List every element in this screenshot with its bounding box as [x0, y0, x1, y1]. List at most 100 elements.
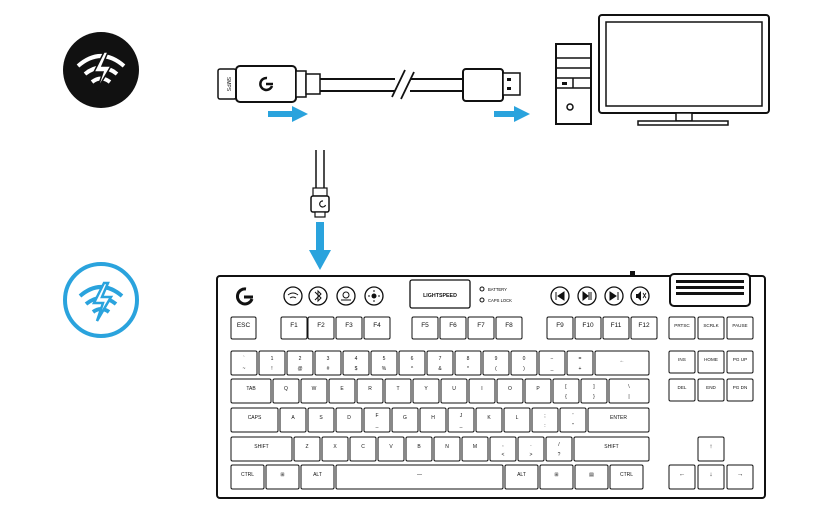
key-label: F2 [317, 322, 325, 329]
key-f7[interactable]: F7 [467, 316, 495, 340]
key-a-row-4[interactable]: F_ [363, 407, 391, 433]
key-arrow-right[interactable]: → [726, 464, 754, 490]
key-f6[interactable]: F6 [439, 316, 467, 340]
key-z-row-9[interactable]: .> [517, 436, 545, 462]
key-number-3[interactable]: 3# [314, 350, 342, 376]
key-number-5[interactable]: 5% [370, 350, 398, 376]
lightspeed-button[interactable] [283, 286, 303, 306]
key-a-row-7[interactable]: J_ [447, 407, 475, 433]
key-z-row-4[interactable]: V [377, 436, 405, 462]
key-f12[interactable]: F12 [630, 316, 658, 340]
key-pg-dn[interactable]: PG DN [726, 378, 754, 402]
key-bottom-5[interactable]: ⊞ [539, 464, 574, 490]
key-a-row-8[interactable]: K [475, 407, 503, 433]
key-a-row-10[interactable]: ;: [531, 407, 559, 433]
key-q-row-3[interactable]: E [328, 378, 356, 404]
key-bottom-2[interactable]: ALT [300, 464, 335, 490]
media-play-button[interactable] [577, 286, 597, 306]
key-q-row-12[interactable]: ]} [580, 378, 608, 404]
volume-roller[interactable] [669, 273, 751, 307]
key-q-row-2[interactable]: W [300, 378, 328, 404]
key-f11[interactable]: F11 [602, 316, 630, 340]
key-q-row-9[interactable]: O [496, 378, 524, 404]
key-q-row-13[interactable]: \| [608, 378, 650, 404]
key-z-row-2[interactable]: X [321, 436, 349, 462]
key-f3[interactable]: F3 [335, 316, 363, 340]
key-q-row-0[interactable]: TAB [230, 378, 272, 404]
key-number-11[interactable]: −_ [538, 350, 566, 376]
key-z-row-6[interactable]: N [433, 436, 461, 462]
key-bottom-3[interactable]: — [335, 464, 504, 490]
key-a-row-3[interactable]: D [335, 407, 363, 433]
key-label: 4 [355, 356, 358, 362]
key-number-2[interactable]: 2@ [286, 350, 314, 376]
key-q-row-4[interactable]: R [356, 378, 384, 404]
key-z-row-5[interactable]: B [405, 436, 433, 462]
key-z-row-1[interactable]: Z [293, 436, 321, 462]
key-z-row-10[interactable]: /? [545, 436, 573, 462]
key-end[interactable]: END [697, 378, 725, 402]
key-a-row-11[interactable]: '" [559, 407, 587, 433]
key-bottom-0[interactable]: CTRL [230, 464, 265, 490]
key-q-row-7[interactable]: U [440, 378, 468, 404]
key-f5[interactable]: F5 [411, 316, 439, 340]
key-number-6[interactable]: 6^ [398, 350, 426, 376]
key-q-row-6[interactable]: Y [412, 378, 440, 404]
key-number-12[interactable]: =+ [566, 350, 594, 376]
key-a-row-12[interactable]: ENTER [587, 407, 650, 433]
media-next-button[interactable] [604, 286, 624, 306]
key-a-row-2[interactable]: S [307, 407, 335, 433]
key-number-13[interactable]: ← [594, 350, 650, 376]
mute-button[interactable] [630, 286, 650, 306]
key-number-10[interactable]: 0) [510, 350, 538, 376]
key-f4[interactable]: F4 [363, 316, 391, 340]
key-del[interactable]: DEL [668, 378, 696, 402]
key-q-row-8[interactable]: I [468, 378, 496, 404]
key-q-row-10[interactable]: P [524, 378, 552, 404]
brightness-button[interactable] [364, 286, 384, 306]
bluetooth-button[interactable] [308, 286, 328, 306]
media-prev-button[interactable] [550, 286, 570, 306]
key-f9[interactable]: F9 [546, 316, 574, 340]
key-arrow-up[interactable]: ↑ [697, 436, 725, 462]
key-a-row-0[interactable]: CAPS [230, 407, 279, 433]
key-pause[interactable]: PAUSE [726, 316, 754, 340]
key-z-row-0[interactable]: SHIFT [230, 436, 293, 462]
key-a-row-5[interactable]: G [391, 407, 419, 433]
key-number-8[interactable]: 8* [454, 350, 482, 376]
key-z-row-3[interactable]: C [349, 436, 377, 462]
key-f10[interactable]: F10 [574, 316, 602, 340]
key-bottom-6[interactable]: ▤ [574, 464, 609, 490]
key-number-4[interactable]: 4$ [342, 350, 370, 376]
key-a-row-9[interactable]: L [503, 407, 531, 433]
key-arrow-left[interactable]: ← [668, 464, 696, 490]
key-a-row-1[interactable]: A [279, 407, 307, 433]
key-bottom-7[interactable]: CTRL [609, 464, 644, 490]
key-pg-up[interactable]: PG UP [726, 350, 754, 374]
key-bottom-4[interactable]: ALT [504, 464, 539, 490]
key-arrow-down[interactable]: ↓ [697, 464, 725, 490]
key-number-1[interactable]: 1! [258, 350, 286, 376]
game-mode-button[interactable] [336, 286, 356, 306]
key-a-row-6[interactable]: H [419, 407, 447, 433]
key-number-0[interactable]: `~ [230, 350, 258, 376]
key-bottom-1[interactable]: ⊞ [265, 464, 300, 490]
key-f8[interactable]: F8 [495, 316, 523, 340]
key-f1[interactable]: F1 [280, 316, 308, 340]
key-z-row-8[interactable]: ,< [489, 436, 517, 462]
key-scrlk[interactable]: SCRLK [697, 316, 725, 340]
receiver-side-label: SMPS [225, 77, 231, 92]
key-f2[interactable]: F2 [307, 316, 335, 340]
key-z-row-11[interactable]: SHIFT [573, 436, 650, 462]
key-z-row-7[interactable]: M [461, 436, 489, 462]
key-ins[interactable]: INS [668, 350, 696, 374]
key-number-7[interactable]: 7& [426, 350, 454, 376]
key-q-row-11[interactable]: [{ [552, 378, 580, 404]
key-number-9[interactable]: 9( [482, 350, 510, 376]
key-q-row-1[interactable]: Q [272, 378, 300, 404]
key-prtsc[interactable]: PRTSC [668, 316, 696, 340]
key-q-row-5[interactable]: T [384, 378, 412, 404]
key-esc[interactable]: ESC [230, 316, 257, 340]
key-home[interactable]: HOME [697, 350, 725, 374]
key-sub-label: : [544, 423, 545, 429]
